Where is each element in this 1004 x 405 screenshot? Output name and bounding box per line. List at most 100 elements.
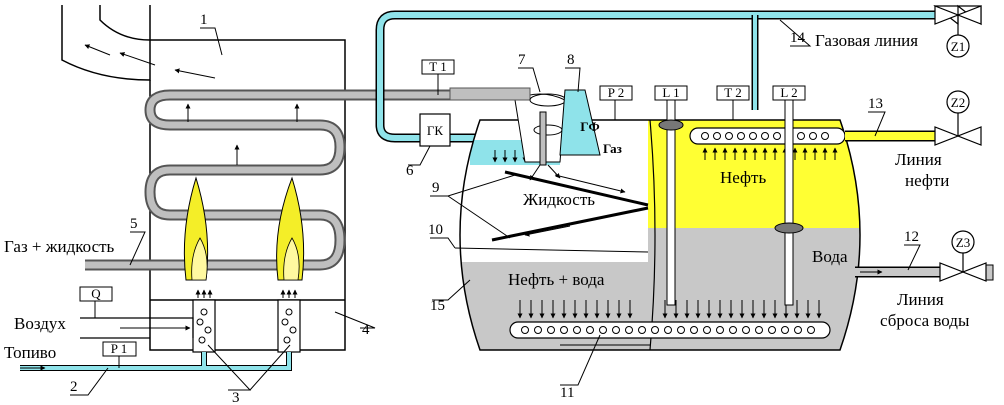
burner-right: [277, 299, 301, 353]
callout-7: 7: [518, 52, 526, 68]
label-water: Вода: [812, 247, 848, 266]
level-line-10: [454, 247, 649, 253]
hole: [701, 132, 709, 140]
callout-2: 2: [70, 379, 78, 395]
hole: [560, 326, 568, 334]
hole: [690, 326, 698, 334]
hole: [638, 326, 646, 334]
valve-z2[interactable]: Z2: [934, 90, 982, 146]
hole: [737, 132, 745, 140]
chimney-left-wall: [61, 5, 151, 81]
temp-sensor-t2: [716, 85, 750, 101]
hole: [534, 326, 542, 334]
furnace-body: [99, 5, 346, 351]
callout-15: 15: [430, 298, 445, 314]
callout-8: 8: [567, 52, 575, 68]
fuel-line-outline: [20, 352, 292, 371]
cyclone-pipe: [539, 111, 547, 166]
air-duct: [80, 317, 194, 339]
hole: [755, 326, 763, 334]
label-liquid: Жидкость: [523, 190, 595, 209]
level-gauge-l1-box: [654, 85, 688, 101]
hole: [749, 132, 757, 140]
flame-left-inner: [191, 237, 208, 281]
label-oil-line-1: Линия: [895, 150, 942, 169]
valve-z1[interactable]: Z1: [933, 4, 982, 58]
label-fuel: Топиво: [4, 343, 56, 362]
fuel-line: [20, 352, 291, 370]
label-oil-water: Нефть + вода: [508, 270, 605, 289]
label-water-line-2: сброса воды: [880, 311, 970, 330]
burner-left: [192, 299, 216, 353]
temp-sensor-t1: [421, 59, 455, 75]
instrument-l1: L 1: [662, 85, 679, 100]
label-gas-liquid: Газ + жидкость: [4, 237, 115, 256]
level-probe-l2: [784, 94, 794, 306]
valve-z3-label: Z3: [956, 235, 970, 250]
hole: [716, 326, 724, 334]
flue-arrow: [84, 44, 111, 56]
label-oil: Нефть: [720, 168, 766, 187]
instrument-l2: L 2: [780, 85, 797, 100]
valve-z2-label: Z2: [951, 95, 965, 110]
water-zone: [648, 228, 860, 350]
hole: [573, 326, 581, 334]
leader-lines: [70, 19, 921, 396]
hole: [599, 326, 607, 334]
hole: [797, 132, 805, 140]
shelf-upper: [504, 170, 649, 207]
hole: [625, 326, 633, 334]
instrument-p2: P 2: [608, 85, 625, 100]
flow-meter-q: [79, 286, 113, 302]
hole: [821, 132, 829, 140]
hole: [521, 326, 529, 334]
callout-3: 3: [232, 390, 240, 405]
float-l2: [774, 222, 804, 234]
hole: [729, 326, 737, 334]
hole: [768, 326, 776, 334]
callout-9: 9: [432, 180, 440, 196]
oil-arrows: [702, 147, 838, 160]
hole: [703, 326, 711, 334]
hole: [651, 326, 659, 334]
label-gas-line: Газовая линия: [815, 31, 918, 50]
label-oil-line-2: нефти: [905, 171, 949, 190]
hole: [612, 326, 620, 334]
label-air: Воздух: [14, 314, 66, 333]
gk-label: ГК: [427, 123, 444, 138]
separator-vessel: ГФ P 2 L 1 T 2 L 2: [449, 85, 861, 351]
callout-4: 4: [362, 322, 370, 338]
hole: [809, 132, 817, 140]
pressure-gauge-p1: [102, 341, 137, 357]
hole: [547, 326, 555, 334]
shelf-lower: [491, 206, 649, 242]
distributor-arrows: [517, 300, 822, 319]
instrument-q: Q: [91, 286, 101, 301]
level-gauge-l2-box: [772, 85, 806, 101]
burner-arrows: [195, 289, 298, 298]
hole: [677, 326, 685, 334]
burner-holes: [196, 308, 297, 344]
label-gas: Газ: [603, 141, 622, 156]
flame-right-inner: [283, 237, 300, 281]
instrument-t2: T 2: [724, 85, 741, 100]
hole: [781, 326, 789, 334]
callout-6: 6: [406, 163, 414, 179]
callout-14: 14: [790, 30, 806, 46]
vessel-shell: [459, 119, 861, 351]
distributor-holes: [521, 326, 815, 334]
float-l1: [658, 119, 684, 131]
hole: [586, 326, 594, 334]
callout-10: 10: [428, 222, 443, 238]
gas-condenser-gk: [419, 113, 451, 147]
valve-z3[interactable]: Z3: [939, 230, 987, 282]
hole: [794, 326, 802, 334]
callout-12: 12: [904, 229, 919, 245]
vessel-partition: [649, 119, 656, 351]
callout-11: 11: [560, 385, 574, 401]
hole: [773, 132, 781, 140]
callout-13: 13: [868, 96, 883, 112]
hole: [742, 326, 750, 334]
